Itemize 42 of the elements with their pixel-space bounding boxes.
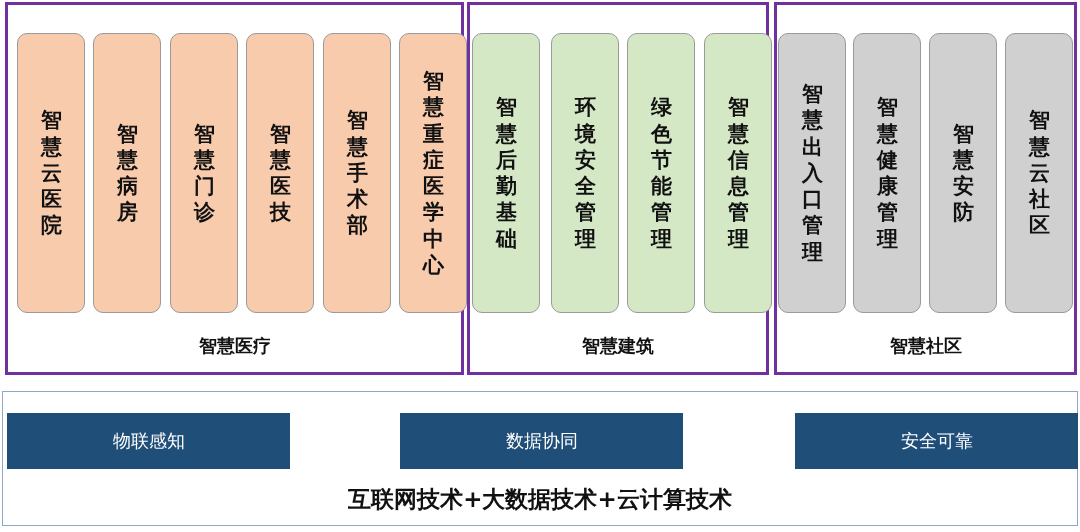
column-label: 智慧门诊 xyxy=(193,120,215,226)
feature-bar xyxy=(795,413,1078,469)
category-column xyxy=(170,33,238,313)
category-column xyxy=(704,33,772,313)
feature-bar xyxy=(7,413,290,469)
category-column xyxy=(323,33,391,313)
column-label: 智慧手术部 xyxy=(346,107,368,239)
category-column xyxy=(17,33,85,313)
column-label: 智慧出入口管理 xyxy=(801,81,823,265)
column-label: 智慧云社区 xyxy=(1028,107,1050,239)
column-label: 智慧重症医学中心 xyxy=(422,68,444,278)
foundation-panel xyxy=(2,391,1078,526)
column-label: 智慧病房 xyxy=(116,120,138,226)
group-title: 智慧社区 xyxy=(889,334,962,358)
category-column xyxy=(778,33,846,313)
category-column xyxy=(627,33,695,313)
column-label: 智慧信息管理 xyxy=(727,94,749,252)
category-column xyxy=(93,33,161,313)
column-label: 智慧后勤基础 xyxy=(495,94,517,252)
column-label: 环境安全管理 xyxy=(574,94,596,252)
bar-label: 物联感知 xyxy=(112,429,185,453)
category-column xyxy=(1005,33,1073,313)
feature-bar xyxy=(400,413,683,469)
group-title: 智慧建筑 xyxy=(582,334,654,358)
category-column xyxy=(399,33,467,313)
group-panel xyxy=(774,2,1077,375)
group-title: 智慧医疗 xyxy=(198,334,271,358)
bar-label: 数据协同 xyxy=(505,429,578,453)
category-column xyxy=(853,33,921,313)
column-label: 智慧安防 xyxy=(952,120,974,226)
category-column xyxy=(246,33,314,313)
technology-title: 互联网技术+大数据技术+云计算技术 xyxy=(348,485,732,514)
category-column xyxy=(929,33,997,313)
column-label: 智慧医技 xyxy=(269,120,291,226)
column-label: 智慧云医院 xyxy=(40,107,62,239)
column-label: 智慧健康管理 xyxy=(876,94,898,252)
bar-label: 安全可靠 xyxy=(900,429,973,453)
category-column xyxy=(551,33,619,313)
group-panel xyxy=(467,2,769,375)
category-column xyxy=(472,33,540,313)
column-label: 绿色节能管理 xyxy=(650,94,672,252)
group-panel xyxy=(5,2,464,375)
